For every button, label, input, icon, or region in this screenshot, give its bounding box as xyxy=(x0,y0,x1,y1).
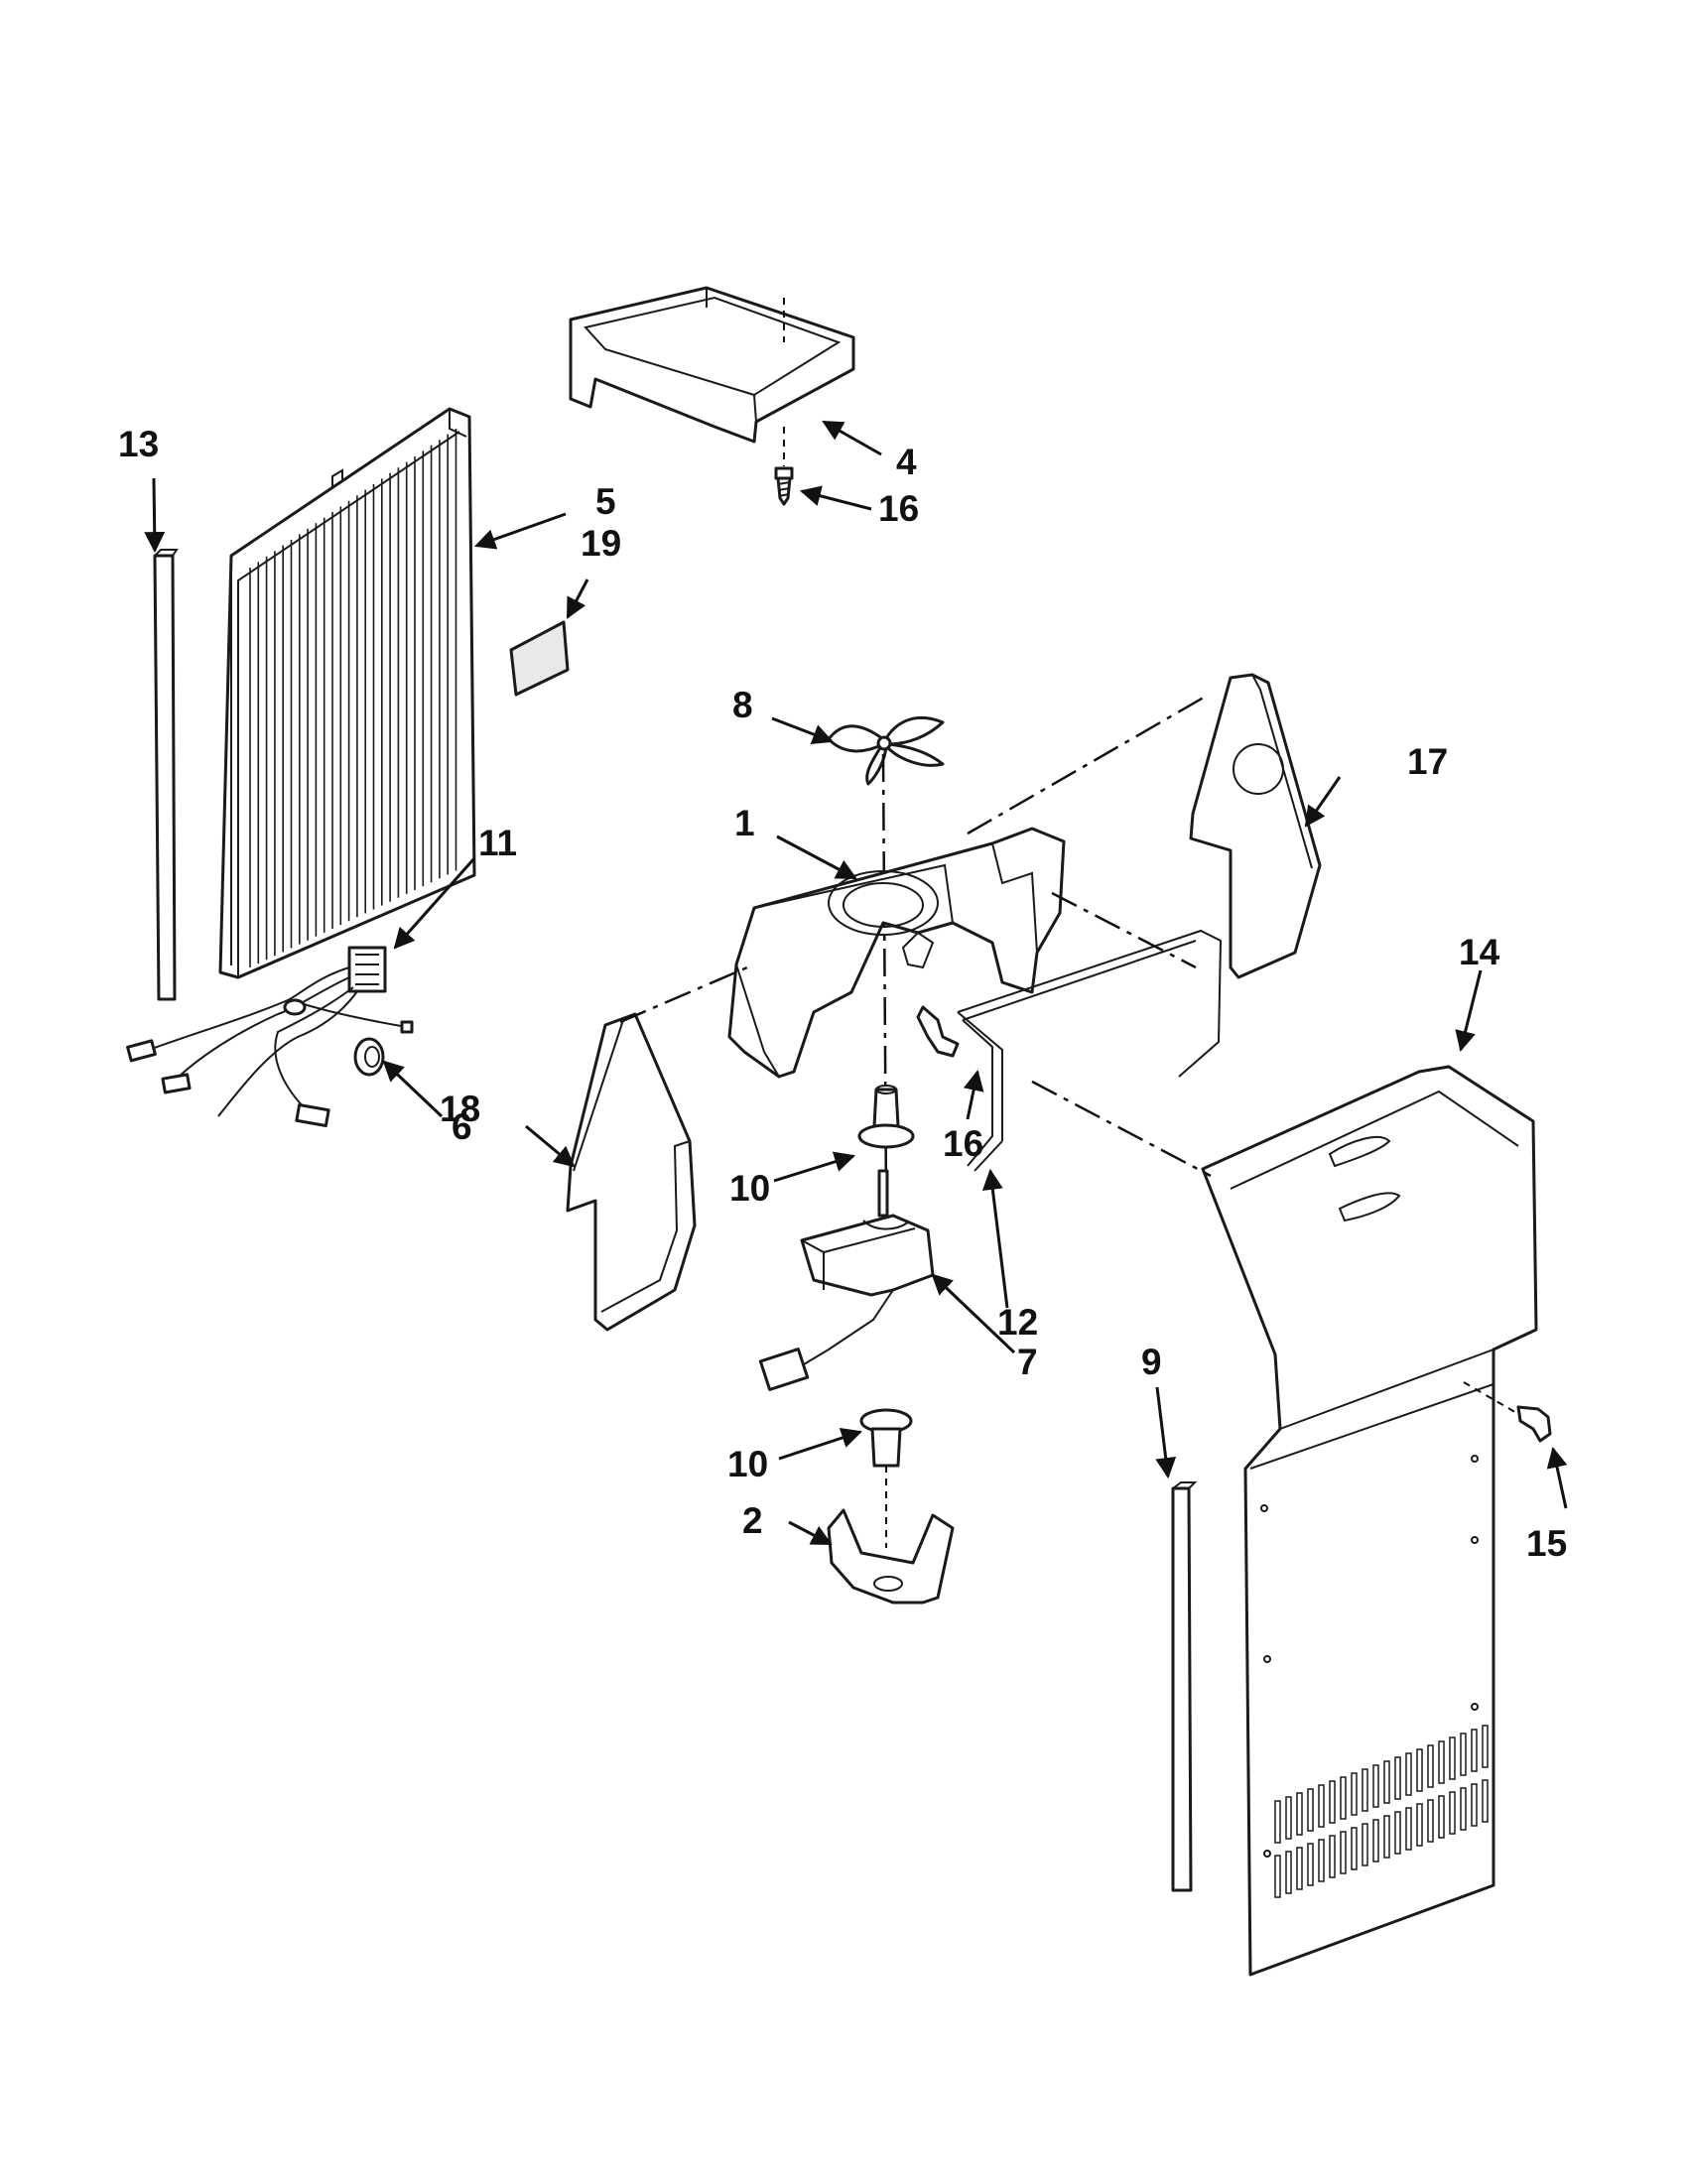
vent-slot xyxy=(1482,1725,1489,1768)
callout-16-top: 16 xyxy=(878,488,919,529)
callout-14: 14 xyxy=(1459,932,1500,972)
callout-4: 4 xyxy=(896,442,917,482)
callout-19: 19 xyxy=(581,523,621,564)
vent-slot xyxy=(1416,1748,1423,1792)
vent-slot xyxy=(1482,1779,1489,1823)
callout-17: 17 xyxy=(1407,741,1448,782)
vent-slot xyxy=(1427,1799,1434,1843)
callout-13: 13 xyxy=(118,424,159,464)
part-13-strip xyxy=(153,549,179,1001)
part-14-vent-slots xyxy=(1274,1725,1489,1898)
callout-12: 12 xyxy=(997,1302,1038,1343)
vent-slot xyxy=(1318,1784,1325,1828)
part-9-strip xyxy=(1171,1481,1198,1892)
callout-1: 1 xyxy=(734,803,755,843)
vent-slot xyxy=(1274,1800,1281,1844)
callout-10-lower: 10 xyxy=(727,1444,768,1484)
part-8-fan-blade xyxy=(827,715,945,786)
vent-slot xyxy=(1405,1807,1412,1851)
vent-slot xyxy=(1351,1772,1358,1816)
vent-slot xyxy=(1285,1851,1292,1894)
vent-slot xyxy=(1285,1796,1292,1840)
vent-slot xyxy=(1394,1756,1401,1800)
part-5-ribs xyxy=(249,429,457,967)
part-7-fan-motor xyxy=(758,1169,935,1391)
vent-slot xyxy=(1340,1831,1347,1874)
vent-slot xyxy=(1460,1733,1467,1776)
vent-slot xyxy=(1394,1811,1401,1855)
part-18-left-baffle xyxy=(566,1012,697,1332)
callout-6: 6 xyxy=(452,1106,472,1147)
vent-slot xyxy=(1329,1780,1336,1824)
part-2-motor-bracket xyxy=(827,1508,955,1605)
part-6-grommet xyxy=(353,1037,385,1077)
part-10-grommet-upper xyxy=(857,1085,915,1149)
vent-slot xyxy=(1318,1839,1325,1882)
part-15-screw xyxy=(1463,1381,1552,1443)
part-11-wire-harness xyxy=(126,946,414,1127)
part-16-screw-middle xyxy=(916,1005,960,1058)
vent-slot xyxy=(1449,1736,1456,1780)
vent-slot xyxy=(1362,1768,1368,1812)
vent-slot xyxy=(1471,1783,1478,1827)
callout-8: 8 xyxy=(732,685,753,725)
callout-11: 11 xyxy=(478,823,517,863)
vent-slot xyxy=(1307,1843,1314,1886)
callout-9: 9 xyxy=(1141,1342,1162,1382)
part-10-grommet-lower xyxy=(859,1408,913,1468)
alignment-lines xyxy=(619,693,1212,1178)
vent-slot xyxy=(1449,1791,1456,1835)
vent-slot xyxy=(1460,1787,1467,1831)
part-17-right-baffle xyxy=(1189,673,1322,979)
part-14-holes xyxy=(1260,1455,1479,1858)
callout-5: 5 xyxy=(595,481,616,522)
callout-16-middle: 16 xyxy=(943,1123,983,1164)
part-12-wire-bracket xyxy=(957,929,1223,1172)
vent-slot xyxy=(1383,1815,1390,1859)
vent-slot xyxy=(1383,1760,1390,1804)
callout-18: 18 xyxy=(440,1089,480,1129)
vent-slot xyxy=(1438,1795,1445,1839)
vent-slot xyxy=(1427,1744,1434,1788)
vent-slot xyxy=(1274,1855,1281,1898)
part-1-fan-housing xyxy=(727,827,1066,1079)
part-19-foam-pad xyxy=(509,620,570,697)
vent-slot xyxy=(1362,1823,1368,1866)
part-14-rear-panel xyxy=(1201,1065,1538,1977)
vent-slot xyxy=(1471,1729,1478,1772)
fan-axis-line xyxy=(881,753,888,1202)
vent-slot xyxy=(1416,1803,1423,1847)
vent-slot xyxy=(1296,1847,1303,1890)
vent-slot xyxy=(1351,1827,1358,1870)
part-16-screw-top xyxy=(774,466,794,506)
vent-slot xyxy=(1438,1740,1445,1784)
vent-slot xyxy=(1340,1776,1347,1820)
leader-lines xyxy=(144,420,1568,1546)
part-4-duct-cover xyxy=(569,286,855,466)
vent-slot xyxy=(1329,1835,1336,1878)
vent-slot xyxy=(1296,1792,1303,1836)
callout-10-upper: 10 xyxy=(729,1168,770,1209)
vent-slot xyxy=(1372,1819,1379,1863)
vent-slot xyxy=(1405,1752,1412,1796)
callout-15: 15 xyxy=(1526,1523,1567,1564)
vent-slot xyxy=(1307,1788,1314,1832)
callout-labels: 4 16 5 19 13 8 17 1 11 14 18 6 16 10 12 … xyxy=(118,424,1567,1564)
callout-2: 2 xyxy=(742,1500,763,1541)
vent-slot xyxy=(1372,1764,1379,1808)
callout-7: 7 xyxy=(1017,1342,1038,1382)
